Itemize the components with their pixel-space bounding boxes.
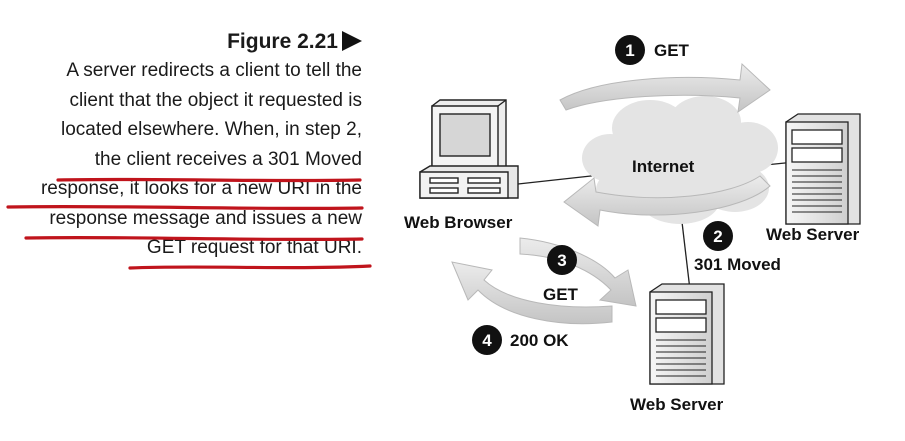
- step-2-label: 301 Moved: [694, 255, 781, 274]
- link-browser-cloud: [517, 174, 601, 185]
- web-browser-label: Web Browser: [404, 213, 513, 232]
- step-1-label: GET: [654, 41, 690, 60]
- web-server-2-icon: [649, 283, 725, 385]
- caption-line-2: client that the object it requested is: [69, 89, 362, 111]
- web-server-1-label: Web Server: [766, 225, 860, 244]
- arrow-step-3: [519, 237, 637, 307]
- arrow-step-1: [559, 62, 771, 114]
- step-1-number: 1: [625, 41, 634, 60]
- caption-line-7: GET request for that URI.: [146, 237, 362, 258]
- web-browser-computer-icon: [419, 99, 519, 199]
- caption-line-6: response message and issues a new: [49, 207, 362, 229]
- underline-3: [24, 235, 364, 242]
- arrow-step-2: [563, 175, 771, 227]
- red-underlines: [6, 177, 372, 270]
- link-cloud-server2: [681, 221, 691, 291]
- figure-title: Figure 2.21: [0, 28, 362, 56]
- caption-line-3: located elsewhere. When, in step 2,: [60, 119, 362, 140]
- step-2-number: 2: [713, 227, 722, 246]
- caption-line-5: response, it looks for a new URI in the: [40, 178, 362, 199]
- underline-1: [56, 177, 362, 183]
- step-4: 4 200 OK: [472, 325, 569, 355]
- triangle-pointer-icon: [342, 31, 362, 51]
- web-server-1-icon: [785, 113, 861, 225]
- step-4-badge: [472, 325, 502, 355]
- step-3-label: GET: [543, 285, 579, 304]
- step-2: 2 301 Moved: [694, 221, 781, 274]
- step-3-number: 3: [557, 251, 566, 270]
- internet-label: Internet: [632, 157, 695, 176]
- web-server-2-label: Web Server: [630, 395, 724, 414]
- step-3-badge: [547, 245, 577, 275]
- step-4-number: 4: [482, 331, 492, 350]
- underline-4: [128, 264, 372, 270]
- underline-2: [6, 204, 364, 211]
- figure-caption: Figure 2.21 A server redirects a client …: [0, 28, 362, 263]
- internet-cloud: [582, 96, 778, 224]
- arrow-step-4: [451, 261, 613, 325]
- step-4-label: 200 OK: [510, 331, 569, 350]
- step-3: 3 GET: [543, 245, 579, 304]
- caption-line-4: the client receives a 301 Moved: [94, 148, 362, 170]
- caption-line-1: A server redirects a client to tell the: [66, 60, 362, 81]
- step-1: 1 GET: [615, 35, 690, 65]
- step-1-badge: [615, 35, 645, 65]
- step-2-badge: [703, 221, 733, 251]
